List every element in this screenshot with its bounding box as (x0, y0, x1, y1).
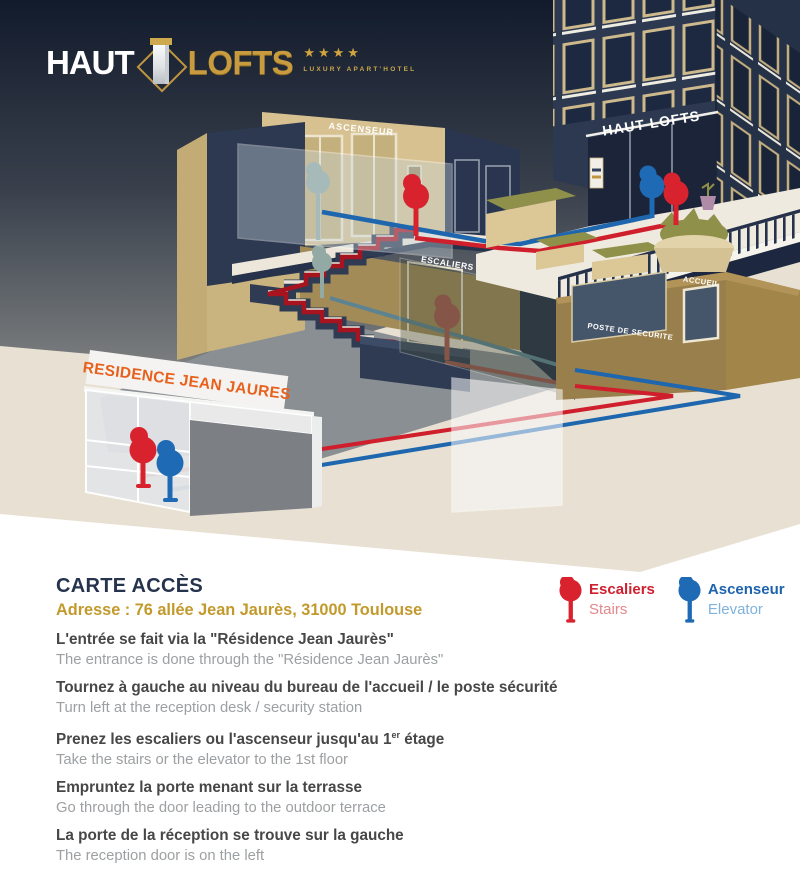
residence-banner: RESIDENCE JEAN JAURES (82, 350, 292, 410)
instruction-en: Go through the door leading to the outdo… (56, 800, 386, 817)
page-title: CARTE ACCÈS (56, 575, 204, 597)
route-elevator-muted (329, 296, 576, 372)
instruction-en: Turn left at the reception desk / securi… (56, 700, 363, 716)
instruction-fr: Empruntez la porte menant sur la terrass… (56, 779, 363, 797)
instruction-en: The reception door is on the left (56, 848, 265, 865)
accueil-window (682, 283, 720, 344)
stairs-pin-icon (559, 577, 582, 623)
sign-underline (585, 110, 719, 138)
stair-base-plinth (360, 344, 470, 392)
building-windows-left (553, 0, 716, 127)
instruction-en: The entrance is done through the "Réside… (56, 652, 444, 668)
legend-elevator-en: Elevator (707, 601, 763, 618)
logo-haut-text: HAUT (46, 44, 135, 81)
stairs-door (407, 260, 463, 350)
four-stars-icon: ★★★★ (303, 45, 362, 60)
logo-lofts-text: LOFTS (187, 44, 294, 81)
brand-logo: HAUT LOFTS ★★★★ LUXURY APART'HOTEL (46, 38, 417, 93)
mini-logo-poster (589, 157, 604, 189)
legend-stairs-en: Stairs (589, 601, 628, 618)
legend-elevator-fr: Ascenseur (707, 581, 785, 598)
logo-subtitle: LUXURY APART'HOTEL (303, 66, 417, 73)
logo-diamond-icon (136, 38, 188, 93)
route-elevator-ground (169, 368, 741, 492)
security-booth: ACCUEIL POSTE DE SECURITE (556, 271, 800, 400)
instruction-fr: Prenez les escaliers ou l'ascenseur jusq… (56, 730, 445, 749)
stairs-ribbon-route (267, 227, 446, 361)
route-stairs-terrace (414, 220, 677, 254)
entrance-opening (190, 420, 312, 516)
instruction-fr: Tournez à gauche au niveau du bureau de … (56, 679, 558, 696)
booth-window-band (571, 271, 667, 343)
instruction-fr: La porte de la réception se trouve sur l… (56, 827, 404, 845)
plant (486, 188, 576, 210)
instruction-en: Take the stairs or the elevator to the 1… (56, 752, 348, 769)
instruction-step-1: L'entrée se fait via la "Résidence Jean … (56, 629, 746, 670)
first-floor-slab (232, 231, 560, 284)
hero-illustration: ASCENSEUR ESCALIERS HAUT LOFTS (0, 0, 800, 572)
elevator-pin-residence (156, 440, 184, 502)
ghost-stairs-pin (434, 294, 460, 360)
glass-box-first-floor (237, 143, 453, 259)
legend-stairs: Escaliers Stairs (558, 577, 655, 625)
glass-door-leaf (451, 377, 563, 513)
stairs-pin-building-entrance (663, 172, 689, 225)
instruction-step-3: Prenez les escaliers ou l'ascenseur jusq… (56, 725, 746, 770)
elevator-pin-icon (678, 577, 701, 623)
small-pot (700, 182, 716, 210)
residence-entrance: RESIDENCE JEAN JAURES (82, 350, 322, 516)
elevator-pin-building-entrance (639, 165, 665, 218)
stairs-pin-first-floor (403, 174, 429, 236)
route-stairs-muted (444, 360, 576, 388)
instruction-step-5: La porte de la réception se trouve sur l… (56, 825, 746, 866)
stairs-pin-residence (129, 427, 157, 488)
address-line: Adresse : 76 allée Jean Jaurès, 31000 To… (56, 601, 423, 619)
instruction-fr: L'entrée se fait via la "Résidence Jean … (56, 631, 394, 648)
legend-stairs-fr: Escaliers (589, 581, 655, 598)
instructions-list: L'entrée se fait via la "Résidence Jean … (56, 629, 746, 873)
instruction-step-4: Empruntez la porte menant sur la terrass… (56, 777, 746, 818)
instruction-step-2: Tournez à gauche au niveau du bureau de … (56, 677, 746, 718)
legend-elevator: Ascenseur Elevator (677, 577, 785, 625)
legend: Escaliers Stairs Ascenseur Elevator (558, 577, 785, 625)
staircase (250, 225, 470, 392)
ghost-elevator-pin-lower (312, 245, 332, 298)
ghost-elevator-pin-upper (306, 162, 330, 240)
